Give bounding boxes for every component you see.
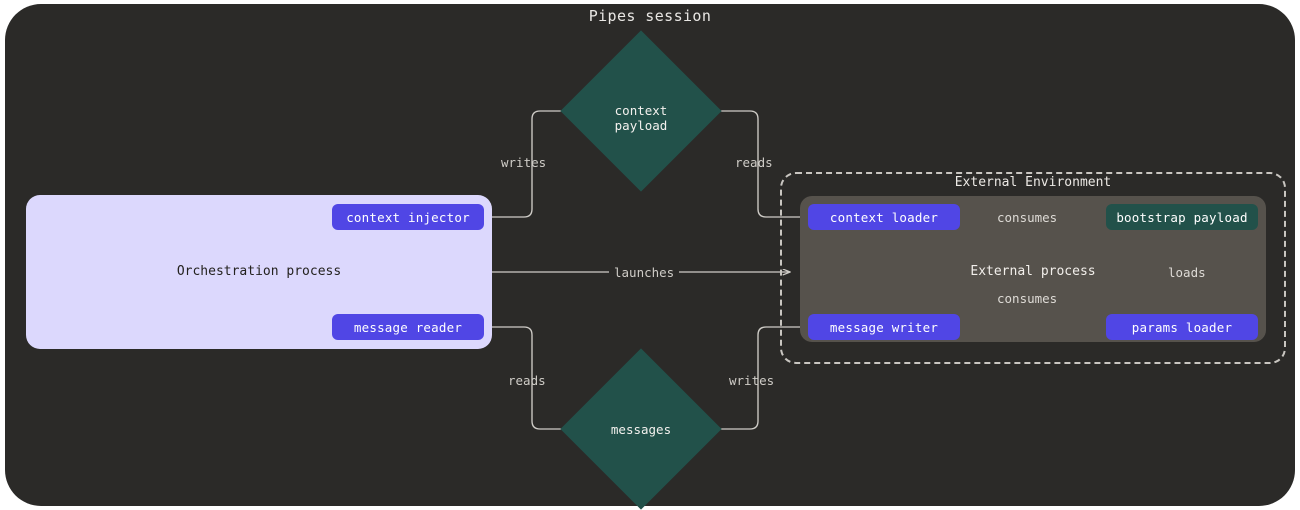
external-environment-label: External Environment bbox=[954, 175, 1112, 190]
page-title: Pipes session bbox=[588, 7, 712, 25]
store-context-payload-line2: payload bbox=[614, 118, 668, 133]
edge-label-writes-context: writes bbox=[501, 155, 547, 170]
node-context-loader[interactable]: context loader bbox=[808, 204, 960, 230]
store-messages-line1: messages bbox=[610, 422, 672, 437]
edge-label-consumes-context: consumes bbox=[991, 210, 1064, 225]
node-message-reader[interactable]: message reader bbox=[332, 314, 484, 340]
store-context-payload-label: context payload bbox=[566, 103, 716, 133]
node-params-loader[interactable]: params loader bbox=[1106, 314, 1258, 340]
node-bootstrap-payload[interactable]: bootstrap payload bbox=[1106, 204, 1258, 230]
edge-label-launches: launches bbox=[609, 265, 680, 280]
store-messages-label: messages bbox=[566, 422, 716, 437]
edge-label-loads-params: loads bbox=[1163, 265, 1211, 280]
external-environment-boundary bbox=[780, 172, 1286, 364]
edge-label-reads-messages: reads bbox=[508, 373, 546, 388]
edge-label-writes-messages: writes bbox=[729, 373, 775, 388]
orchestration-label: Orchestration process bbox=[176, 264, 342, 279]
external-process-label: External process bbox=[970, 264, 1096, 279]
edge-label-reads-context: reads bbox=[735, 155, 773, 170]
node-context-injector[interactable]: context injector bbox=[332, 204, 484, 230]
store-context-payload-line1: context bbox=[614, 103, 668, 118]
node-message-writer[interactable]: message writer bbox=[808, 314, 960, 340]
edge-label-consumes-writer: consumes bbox=[991, 291, 1064, 306]
